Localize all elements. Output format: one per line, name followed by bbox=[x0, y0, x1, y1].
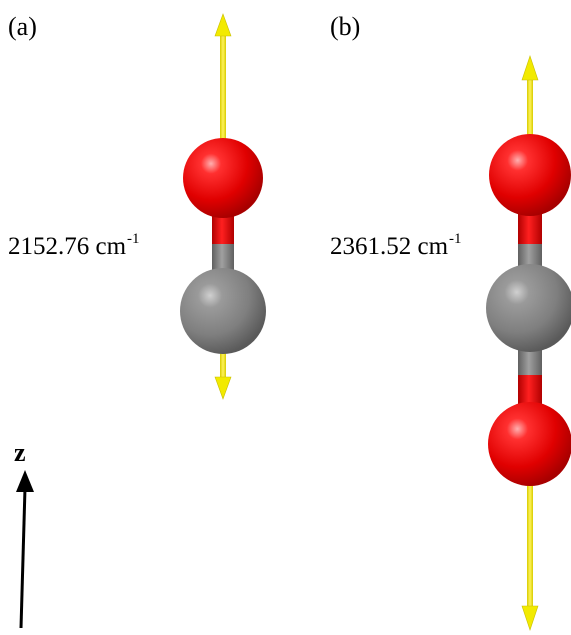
panel-a-oxygen-atom bbox=[183, 138, 263, 218]
panel-a-label: (a) bbox=[8, 12, 37, 41]
panel-a-molecule-co bbox=[180, 13, 266, 400]
panel-b-frequency: 2361.52 cm-1 bbox=[330, 231, 462, 260]
panel-b-molecule-co2 bbox=[486, 55, 571, 631]
panel-a-frequency-value: 2152.76 cm bbox=[8, 233, 127, 260]
panel-a-up-displacement-arrow bbox=[214, 13, 232, 145]
panel-a-frequency: 2152.76 cm-1 bbox=[8, 231, 140, 260]
panel-b-carbon-atom bbox=[486, 264, 571, 352]
z-axis-arrow bbox=[16, 470, 34, 629]
panel-b-frequency-exponent: -1 bbox=[449, 231, 462, 247]
panel-b-upper-oxygen-atom bbox=[489, 134, 571, 216]
panel-b-lower-oxygen-atom bbox=[488, 402, 571, 486]
panel-b-label: (b) bbox=[330, 12, 361, 41]
panel-b-down-displacement-arrow bbox=[521, 470, 539, 631]
panel-b-frequency-value: 2361.52 cm bbox=[330, 233, 449, 260]
panel-b-up-displacement-arrow bbox=[521, 55, 539, 154]
panel-a-carbon-atom bbox=[180, 268, 266, 354]
z-axis-label: z bbox=[14, 438, 26, 467]
panel-a-frequency-exponent: -1 bbox=[127, 231, 140, 247]
panel-a-down-displacement-arrow bbox=[214, 336, 232, 400]
